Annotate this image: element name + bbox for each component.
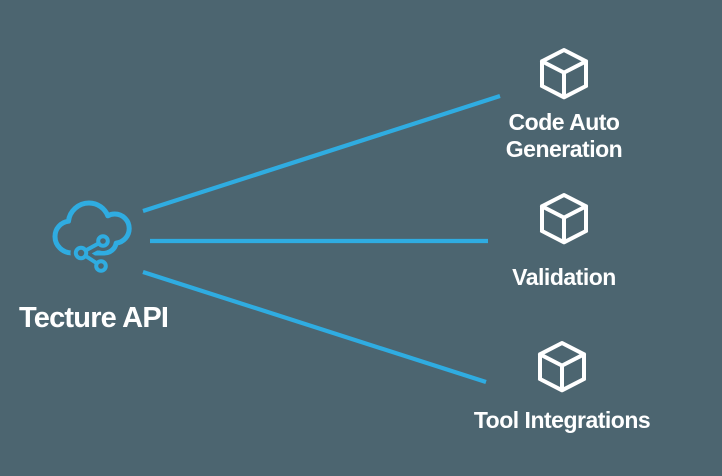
api-source-label: Tecture API — [19, 302, 169, 334]
connector-line-tool-integrations — [142, 270, 487, 384]
connector-line-code-auto-generation — [142, 94, 501, 213]
share-glyph — [73, 234, 110, 273]
cube-icon-tool-integrations — [538, 341, 586, 393]
target-label-validation: Validation — [512, 264, 616, 290]
cube-icon-validation — [540, 193, 588, 245]
target-label-tool-integrations: Tool Integrations — [473, 407, 651, 433]
cloud-share-icon — [52, 200, 132, 276]
cube-icon-code-auto-generation — [540, 48, 588, 100]
target-label-code-auto-generation: Code Auto Generation — [505, 109, 623, 162]
